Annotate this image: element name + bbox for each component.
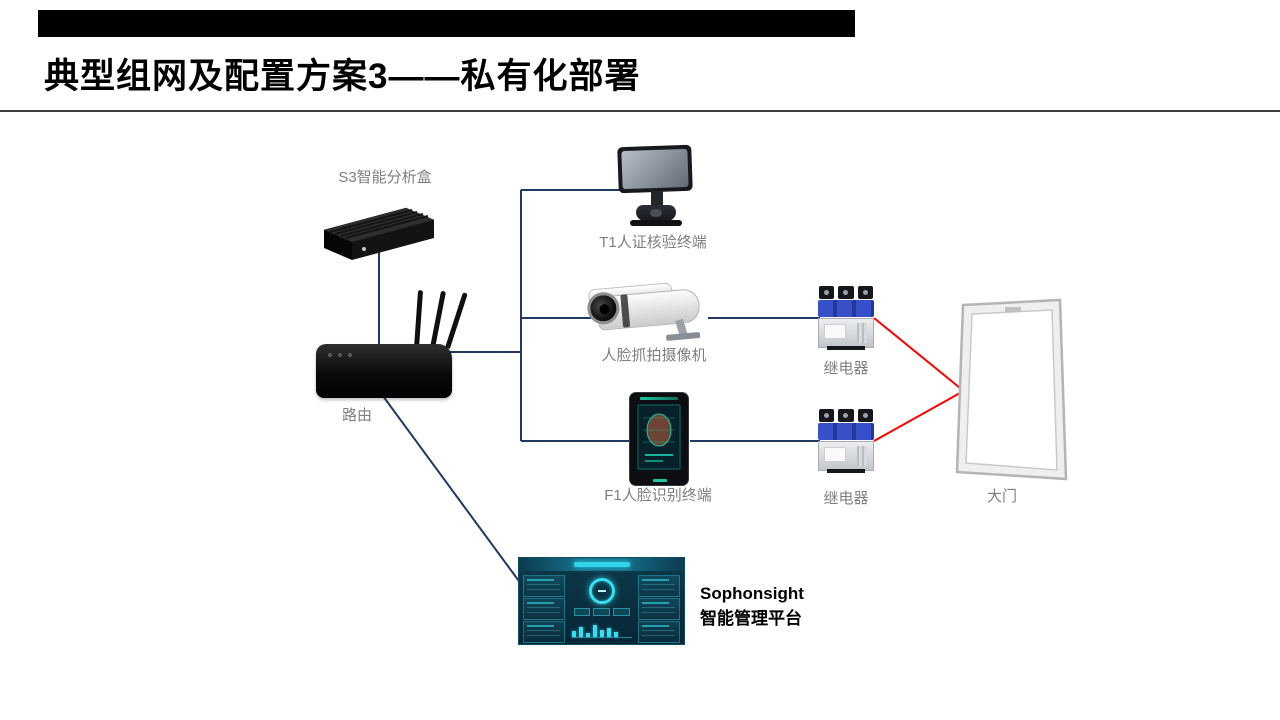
router-body bbox=[316, 344, 452, 398]
dashboard-gauge bbox=[588, 578, 615, 604]
f1-terminal-image bbox=[629, 392, 689, 486]
t1-terminal-image bbox=[610, 144, 702, 236]
title-divider bbox=[0, 110, 1280, 112]
router-image bbox=[316, 284, 468, 398]
relay-terminals bbox=[819, 286, 873, 299]
platform-dashboard-image bbox=[518, 557, 685, 645]
router-label: 路由 bbox=[341, 407, 372, 424]
platform-label: Sophonsight智能管理平台 bbox=[700, 584, 804, 628]
link-router-platform bbox=[379, 391, 525, 589]
gate-image bbox=[953, 294, 1071, 486]
link-relay-bottom-gate bbox=[873, 392, 961, 442]
relay-terminals bbox=[819, 409, 873, 422]
top-accent-bar bbox=[38, 10, 855, 37]
relay-bottom-label: 继电器 bbox=[823, 490, 869, 507]
slide-title: 典型组网及配置方案3——私有化部署 bbox=[44, 57, 641, 96]
face-camera-image bbox=[586, 276, 718, 350]
gate-label: 大门 bbox=[986, 488, 1017, 505]
t1-terminal-label: T1人证核验终端 bbox=[599, 234, 707, 251]
router-antenna-icon bbox=[430, 290, 447, 349]
relay-bottom-image bbox=[817, 409, 875, 473]
t1-screen bbox=[617, 144, 693, 194]
dashboard-bar-chart bbox=[571, 621, 632, 638]
router-antenna-icon bbox=[445, 292, 468, 349]
relay-top-label: 继电器 bbox=[823, 360, 869, 377]
router-antenna-icon bbox=[414, 289, 424, 349]
f1-terminal-label: F1人脸识别终端 bbox=[604, 487, 712, 504]
face-camera-label: 人脸抓拍摄像机 bbox=[601, 347, 707, 364]
relay-top-image bbox=[817, 286, 875, 350]
s3-analysis-box-image bbox=[318, 202, 440, 266]
t1-base bbox=[636, 205, 676, 221]
s3-analysis-box-label: S3智能分析盒 bbox=[338, 169, 432, 186]
dashboard-header bbox=[519, 558, 684, 571]
f1-face-scan-screen bbox=[637, 404, 681, 470]
link-relay-top-gate bbox=[873, 317, 961, 389]
